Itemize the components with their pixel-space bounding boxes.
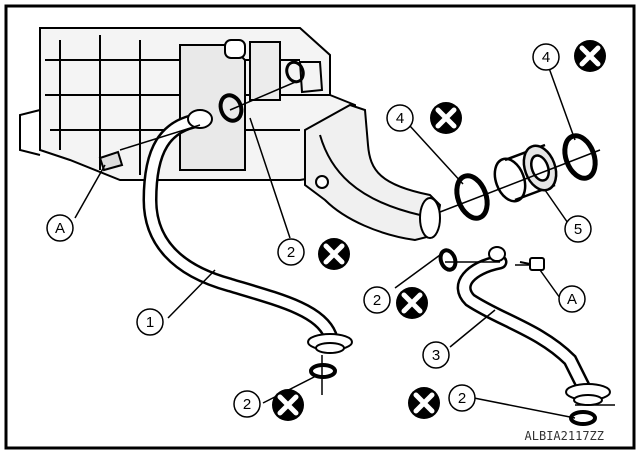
callout-A-right: A bbox=[558, 285, 586, 313]
bolt-right bbox=[519, 257, 545, 271]
svg-text:2: 2 bbox=[287, 244, 295, 261]
callout-2-mid: 2 bbox=[363, 286, 391, 314]
callout-4-right: 4 bbox=[532, 43, 560, 71]
hose-1 bbox=[142, 109, 353, 354]
callout-2-center: 2 bbox=[277, 238, 305, 266]
figure-frame bbox=[4, 4, 636, 450]
connector-collar-5 bbox=[493, 143, 558, 203]
do-not-reuse-icon bbox=[318, 238, 350, 270]
callout-4-left: 4 bbox=[386, 104, 414, 132]
do-not-reuse-icon bbox=[574, 40, 606, 72]
svg-text:3: 3 bbox=[432, 347, 440, 364]
svg-text:4: 4 bbox=[396, 110, 404, 127]
svg-text:2: 2 bbox=[243, 396, 251, 413]
svg-text:A: A bbox=[567, 291, 577, 308]
callout-5: 5 bbox=[564, 215, 592, 243]
assembly-lines bbox=[119, 79, 615, 406]
leader-lines bbox=[74, 67, 576, 419]
callout-2-bottom-left: 2 bbox=[233, 390, 261, 418]
svg-text:5: 5 bbox=[574, 221, 582, 238]
svg-text:4: 4 bbox=[542, 49, 550, 66]
do-not-reuse-icon bbox=[430, 102, 462, 134]
svg-text:A: A bbox=[55, 220, 65, 237]
engine-assembly bbox=[19, 27, 356, 181]
callout-2-bottom-right: 2 bbox=[448, 384, 476, 412]
intake-duct bbox=[304, 103, 442, 242]
callout-A-left: A bbox=[46, 214, 74, 242]
figure-code: ALBIA2117ZZ bbox=[525, 429, 604, 443]
callout-1: 1 bbox=[136, 308, 164, 336]
do-not-reuse-icon bbox=[408, 387, 440, 419]
callout-3: 3 bbox=[422, 341, 450, 369]
do-not-reuse-icon bbox=[396, 287, 428, 319]
svg-text:2: 2 bbox=[458, 390, 466, 407]
svg-text:2: 2 bbox=[373, 292, 381, 309]
svg-text:1: 1 bbox=[146, 314, 154, 331]
do-not-reuse-icon bbox=[272, 389, 304, 421]
hose-3 bbox=[456, 246, 611, 406]
